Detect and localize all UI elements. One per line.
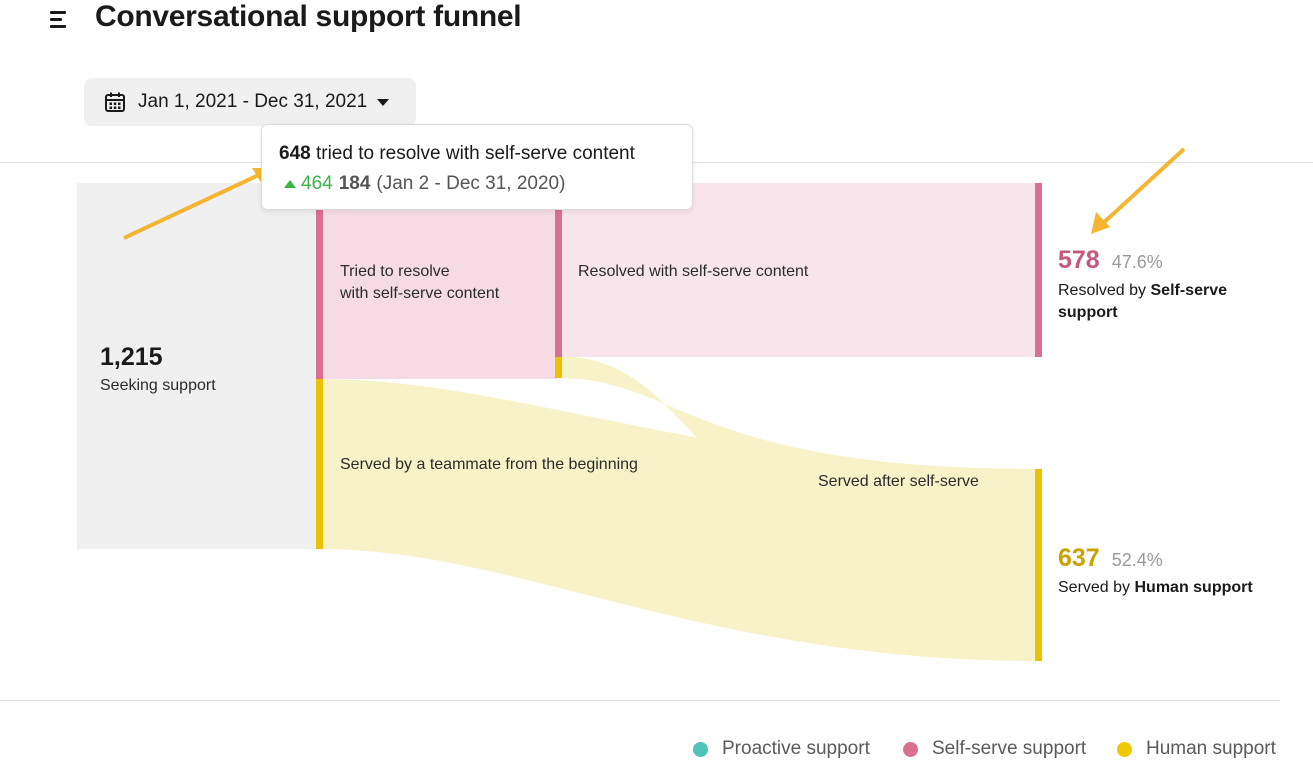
self-serve-result-value: 578 <box>1058 246 1100 274</box>
served-teammate-label: Served by a teammate from the beginning <box>340 456 638 473</box>
caret-down-icon <box>377 98 390 106</box>
arrow-up-icon <box>284 180 296 188</box>
seeking-support-block[interactable] <box>77 183 318 549</box>
divider <box>0 700 1280 701</box>
tooltip-previous-period: (Jan 2 - Dec 31, 2020) <box>376 173 566 194</box>
self-serve-result-label: Resolved by Self-serve support <box>1058 282 1227 321</box>
self-serve-bar <box>555 183 562 357</box>
legend-dot-icon <box>693 741 708 757</box>
tooltip: 648 tried to resolve with self-serve con… <box>261 124 693 210</box>
seeking-support-label: Seeking support <box>100 377 216 394</box>
tooltip-comparison: 464 184 (Jan 2 - Dec 31, 2020) <box>284 173 565 195</box>
legend-item-self-serve[interactable]: Self-serve support <box>903 737 1086 761</box>
tooltip-previous: 184 <box>338 173 371 194</box>
human-result-label: Served by Human support <box>1058 579 1253 596</box>
legend-item-human[interactable]: Human support <box>1117 737 1276 761</box>
seeking-support-value: 1,215 <box>100 343 163 371</box>
tried-self-serve-label-line2: with self-serve content <box>340 285 500 302</box>
self-serve-result: 578 47.6% <box>1058 246 1163 275</box>
legend-label: Human support <box>1146 738 1276 759</box>
human-result-bar <box>1035 469 1042 661</box>
human-result-percent: 52.4% <box>1111 550 1163 570</box>
tried-self-serve-label-line1: Tried to resolve <box>340 263 450 280</box>
flow-served-by-teammate[interactable] <box>318 379 1038 661</box>
calendar-icon <box>105 92 125 112</box>
menu-icon[interactable] <box>46 6 74 32</box>
tried-self-serve-block[interactable] <box>318 183 557 379</box>
resolved-self-serve-label: Resolved with self-serve content <box>578 263 809 280</box>
date-range-label: Jan 1, 2021 - Dec 31, 2021 <box>138 91 368 112</box>
self-serve-result-bar <box>1035 183 1042 357</box>
human-result-value: 637 <box>1058 544 1100 572</box>
resolved-self-serve-block[interactable] <box>557 183 1038 357</box>
self-serve-result-percent: 47.6% <box>1111 252 1163 272</box>
human-bar <box>316 379 323 549</box>
legend-dot-icon <box>903 741 918 757</box>
human-bar <box>555 357 562 378</box>
tooltip-title: 648 tried to resolve with self-serve con… <box>279 143 635 164</box>
human-result: 637 52.4% <box>1058 544 1163 573</box>
legend-label: Proactive support <box>722 738 870 759</box>
self-serve-bar <box>316 183 323 379</box>
annotation-arrow <box>1091 147 1186 234</box>
tooltip-change: 464 <box>301 173 333 194</box>
flow-served-after-self-serve[interactable] <box>557 356 1038 491</box>
legend-item-proactive[interactable]: Proactive support <box>693 737 870 761</box>
date-range-button[interactable]: Jan 1, 2021 - Dec 31, 2021 <box>84 78 416 126</box>
served-after-self-serve-label: Served after self-serve <box>818 473 979 490</box>
page-title: Conversational support funnel <box>95 0 522 33</box>
legend-dot-icon <box>1117 741 1132 757</box>
legend-label: Self-serve support <box>932 738 1087 759</box>
